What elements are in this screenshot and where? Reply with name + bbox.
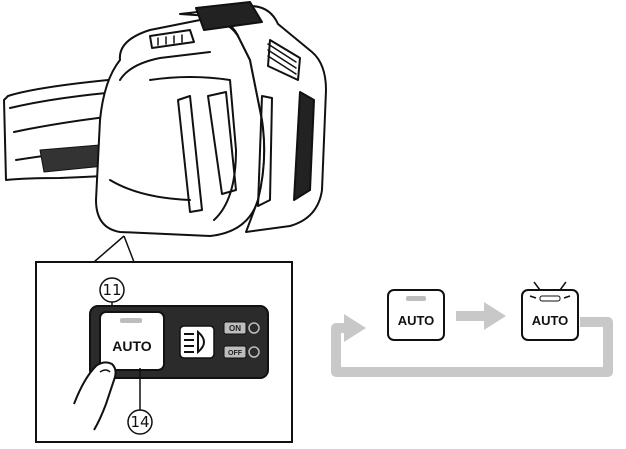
sequence-step2-label: AUTO	[532, 313, 569, 328]
led-on-label: ON	[229, 324, 241, 333]
led-off-lamp	[248, 346, 260, 358]
finger-icon	[73, 361, 117, 431]
callout-11: 11	[99, 277, 125, 316]
battery-pack	[179, 1, 327, 233]
led-off-label: OFF	[228, 350, 243, 357]
right-arrow-icon	[456, 302, 506, 330]
headlight-icon	[179, 325, 215, 359]
inset-detail: 11 AUTO ON	[35, 261, 293, 443]
led-indicator-off: OFF	[223, 345, 260, 359]
auto-button-label: AUTO	[112, 338, 152, 354]
led-glow-icon	[529, 281, 571, 299]
tool-body	[95, 18, 266, 237]
auto-button[interactable]: AUTO	[99, 311, 165, 371]
sequence-step2-button: AUTO	[521, 281, 579, 341]
led-on-lamp	[248, 322, 260, 334]
sequence-step1-led	[406, 296, 426, 301]
inset-leader-left	[93, 235, 125, 263]
top-label-marks	[157, 34, 183, 46]
battery-vents	[267, 43, 297, 75]
callout-11-text: 11	[102, 281, 121, 299]
sequence-step1-button: AUTO	[387, 289, 445, 341]
callout-14: 14	[127, 368, 153, 435]
led-indicator-on: ON	[223, 321, 260, 335]
sequence-step1-label: AUTO	[398, 313, 435, 328]
sequence-step2-led	[539, 295, 561, 302]
inset-leader-right	[123, 235, 135, 263]
auto-led	[120, 318, 142, 323]
callout-14-text: 14	[130, 413, 149, 431]
mode-sequence: AUTO AUTO	[331, 281, 613, 377]
tool-illustration	[3, 1, 327, 237]
loop-back-arrow-icon	[331, 314, 613, 377]
control-panel: AUTO ON OFF	[89, 305, 269, 379]
